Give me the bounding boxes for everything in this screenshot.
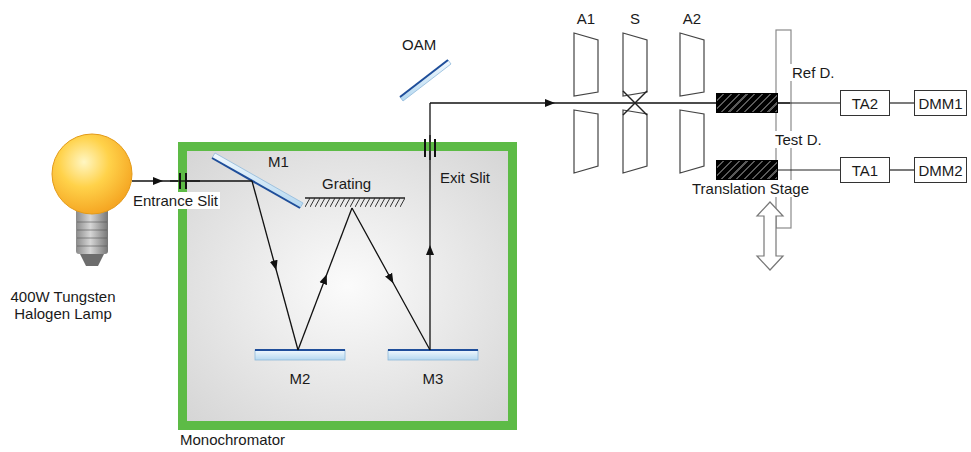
lamp-bulb bbox=[52, 134, 132, 214]
signal-wire bbox=[890, 169, 914, 170]
beam-segment bbox=[132, 180, 252, 181]
mirror-surface bbox=[255, 349, 345, 351]
part-label: Translation Stage bbox=[690, 180, 811, 197]
light-beam bbox=[132, 103, 790, 350]
part-label: M3 bbox=[423, 370, 444, 387]
label-holder: DMM2 bbox=[918, 162, 962, 179]
label-holder: DMM1 bbox=[918, 95, 962, 112]
exit-slit-jaw bbox=[424, 139, 426, 157]
node-label: TA2 bbox=[852, 95, 878, 112]
label-holder: Exit Slit bbox=[440, 169, 490, 186]
label-holder: A1 bbox=[577, 10, 595, 27]
cross-stroke bbox=[623, 91, 647, 115]
mirror-body bbox=[388, 350, 478, 360]
label-holder: Grating bbox=[322, 175, 371, 192]
node-label: DMM2 bbox=[918, 162, 962, 179]
beam-segment bbox=[298, 208, 352, 350]
sample-cross bbox=[623, 91, 647, 115]
aperture-blade bbox=[680, 33, 704, 96]
part-label: M1 bbox=[268, 153, 289, 170]
lamp-ridge bbox=[77, 246, 107, 247]
lamp-ridge bbox=[77, 222, 107, 223]
mirror-m2 bbox=[255, 350, 345, 360]
grating bbox=[305, 198, 405, 207]
node-label: TA1 bbox=[852, 162, 878, 179]
part-label: A1 bbox=[577, 10, 595, 27]
beam-segment bbox=[252, 181, 298, 350]
signal-wire bbox=[890, 102, 914, 103]
label-holder: S bbox=[630, 10, 640, 27]
signal-wire bbox=[778, 102, 840, 103]
label-holder: Ref D. bbox=[790, 64, 837, 81]
part-label: Exit Slit bbox=[440, 169, 490, 186]
node-label: Test D. bbox=[773, 131, 824, 148]
mirror-surface bbox=[400, 60, 448, 97]
monochromator-interior bbox=[187, 151, 508, 421]
instrument-box: DMM1 bbox=[914, 90, 967, 116]
part-label: S bbox=[630, 10, 640, 27]
signal-wire bbox=[778, 169, 840, 170]
grating-surface bbox=[305, 197, 405, 199]
mirror-surface bbox=[388, 349, 478, 351]
mirror-oam bbox=[400, 60, 451, 101]
node-label: Ref D. bbox=[790, 64, 837, 81]
beam-segment bbox=[429, 103, 430, 350]
entrance-slit-jaw bbox=[185, 173, 187, 189]
label-holder: M3 bbox=[423, 370, 444, 387]
double-arrow bbox=[757, 202, 783, 270]
part-label: Grating bbox=[322, 175, 371, 192]
label-holder: TA1 bbox=[852, 162, 878, 179]
translation-rail bbox=[776, 30, 791, 228]
node-label: Monochromator bbox=[180, 431, 285, 448]
aperture-blade bbox=[680, 110, 704, 173]
sample-holder bbox=[623, 33, 647, 96]
part-label: M2 bbox=[290, 370, 311, 387]
grating-hatch bbox=[305, 198, 405, 207]
mirror-body bbox=[255, 350, 345, 360]
label-holder: Translation Stage bbox=[690, 180, 811, 197]
label-holder: 400W Tungsten Halogen Lamp bbox=[3, 288, 123, 322]
part-label: OAM bbox=[402, 36, 436, 53]
label-holder: TA2 bbox=[852, 95, 878, 112]
mirror-body bbox=[400, 60, 451, 101]
label-holder: A2 bbox=[683, 10, 701, 27]
beam-segment bbox=[429, 135, 430, 160]
label-holder: M1 bbox=[268, 153, 289, 170]
mirror-m3 bbox=[388, 350, 478, 360]
node-label: DMM1 bbox=[918, 95, 962, 112]
instrument-box: DMM2 bbox=[914, 157, 967, 183]
lamp-ridge bbox=[77, 230, 107, 231]
label-holder: Test D. bbox=[773, 131, 824, 148]
aperture-blade bbox=[574, 110, 598, 173]
entrance-slit-jaw bbox=[179, 173, 181, 189]
label-holder: Entrance Slit bbox=[131, 192, 220, 209]
detector: Test D. bbox=[716, 160, 778, 180]
sample-holder bbox=[623, 110, 647, 173]
part-label: A2 bbox=[683, 10, 701, 27]
instrument-box: TA2 bbox=[840, 90, 890, 116]
detector: Ref D. bbox=[716, 93, 778, 113]
cross-stroke bbox=[623, 91, 647, 115]
label-holder: OAM bbox=[402, 36, 436, 53]
lamp-tip bbox=[80, 254, 104, 266]
halogen-lamp bbox=[52, 134, 132, 266]
exit-slit-jaw bbox=[434, 139, 436, 157]
part-label: 400W Tungsten Halogen Lamp bbox=[3, 288, 123, 322]
lamp-ridge bbox=[77, 238, 107, 239]
instrument-box: TA1 bbox=[840, 157, 890, 183]
beam-segment bbox=[352, 208, 430, 350]
label-holder: Monochromator bbox=[180, 431, 285, 448]
label-holder: M2 bbox=[290, 370, 311, 387]
part-label: Entrance Slit bbox=[131, 192, 220, 209]
aperture-blade bbox=[574, 33, 598, 96]
apertures bbox=[574, 33, 704, 173]
